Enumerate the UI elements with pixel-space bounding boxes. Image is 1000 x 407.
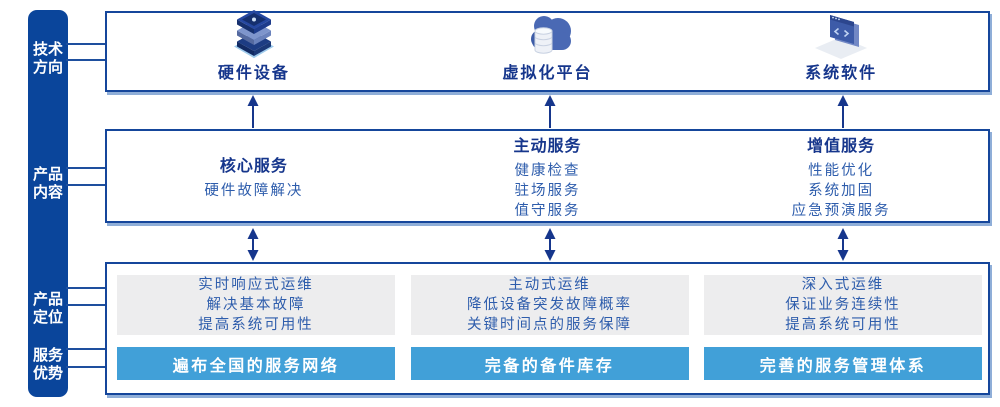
sidebar-label-product-content: 产品 内容 bbox=[28, 166, 68, 202]
service-item: 健康检查 bbox=[514, 162, 581, 179]
sidebar-label-line: 技术 bbox=[32, 41, 63, 58]
position-line: 提高系统可用性 bbox=[785, 317, 901, 333]
connector-line bbox=[66, 287, 106, 289]
position-line: 保证业务连续性 bbox=[785, 297, 901, 313]
advantage-bar: 完备的备件库存 bbox=[410, 347, 689, 380]
tech-item-system-software: 系统软件 bbox=[694, 13, 988, 90]
sidebar-label-product-position: 产品 定位 bbox=[28, 291, 68, 327]
position-description: 主动式运维 降低设备突发故障概率 关键时间点的服务保障 bbox=[410, 275, 689, 335]
service-item: 硬件故障解决 bbox=[204, 182, 304, 199]
position-line: 实时响应式运维 bbox=[198, 277, 314, 293]
cloud-database-icon bbox=[520, 10, 576, 58]
up-arrow-icon bbox=[544, 95, 556, 128]
position-description: 实时响应式运维 解决基本故障 提高系统可用性 bbox=[117, 275, 395, 335]
up-arrow-icon bbox=[837, 95, 849, 128]
connector-line bbox=[66, 43, 106, 45]
product-position-box: 实时响应式运维 解决基本故障 提高系统可用性 遍布全国的服务网络 主动式运维 降… bbox=[105, 262, 990, 395]
service-item: 值守服务 bbox=[514, 202, 581, 219]
sidebar-label-line: 产品 bbox=[32, 166, 63, 183]
connector-line bbox=[66, 59, 106, 61]
position-description: 深入式运维 保证业务连续性 提高系统可用性 bbox=[704, 275, 982, 335]
double-arrow-icon bbox=[544, 228, 556, 261]
advantage-bar: 遍布全国的服务网络 bbox=[117, 347, 395, 380]
sidebar-label-line: 产品 bbox=[32, 291, 63, 308]
position-line: 主动式运维 bbox=[508, 277, 591, 293]
service-column-value-added: 增值服务 性能优化 系统加固 应急预演服务 bbox=[694, 131, 988, 221]
service-item: 驻场服务 bbox=[514, 182, 581, 199]
service-heading: 增值服务 bbox=[807, 137, 876, 155]
category-sidebar: 技术 方向 产品 内容 产品 定位 服务 优势 bbox=[28, 10, 68, 397]
position-line: 提高系统可用性 bbox=[198, 317, 314, 333]
connector-line bbox=[66, 304, 106, 306]
service-column-core: 核心服务 硬件故障解决 bbox=[107, 131, 401, 221]
position-panel-proactive: 主动式运维 降低设备突发故障概率 关键时间点的服务保障 完备的备件库存 bbox=[410, 275, 689, 380]
sidebar-label-line: 优势 bbox=[32, 365, 63, 382]
service-column-proactive: 主动服务 健康检查 驻场服务 值守服务 bbox=[401, 131, 695, 221]
sidebar-label-line: 方向 bbox=[32, 59, 63, 76]
service-item: 应急预演服务 bbox=[791, 202, 891, 219]
up-arrow-icon bbox=[247, 95, 259, 128]
position-panel-realtime: 实时响应式运维 解决基本故障 提高系统可用性 遍布全国的服务网络 bbox=[117, 275, 395, 380]
product-content-box: 核心服务 硬件故障解决 主动服务 健康检查 驻场服务 值守服务 增值服务 性能优… bbox=[105, 129, 990, 223]
sidebar-label-line: 定位 bbox=[32, 309, 63, 326]
tech-item-label: 系统软件 bbox=[805, 65, 878, 82]
sidebar-label-tech-direction: 技术 方向 bbox=[28, 41, 68, 77]
position-line: 降低设备突发故障概率 bbox=[467, 297, 632, 313]
double-arrow-icon bbox=[247, 228, 259, 261]
service-item: 系统加固 bbox=[808, 182, 875, 199]
sidebar-label-service-advantage: 服务 优势 bbox=[28, 347, 68, 383]
tech-item-label: 虚拟化平台 bbox=[502, 65, 593, 82]
connector-line bbox=[66, 184, 106, 186]
tech-item-virtualization: 虚拟化平台 bbox=[401, 13, 695, 90]
tech-direction-box: 硬件设备 虚拟化平台 bbox=[105, 10, 990, 92]
position-line: 深入式运维 bbox=[801, 277, 885, 293]
position-panels: 实时响应式运维 解决基本故障 提高系统可用性 遍布全国的服务网络 主动式运维 降… bbox=[117, 275, 982, 380]
service-heading: 主动服务 bbox=[513, 137, 582, 155]
tech-item-hardware: 硬件设备 bbox=[107, 10, 401, 90]
code-window-icon bbox=[813, 10, 869, 59]
connector-line bbox=[66, 348, 106, 350]
service-heading: 核心服务 bbox=[219, 157, 288, 175]
position-line: 解决基本故障 bbox=[206, 297, 306, 313]
sidebar-label-line: 内容 bbox=[32, 184, 63, 201]
position-panel-deep: 深入式运维 保证业务连续性 提高系统可用性 完善的服务管理体系 bbox=[704, 275, 982, 380]
double-arrow-icon bbox=[837, 228, 849, 261]
server-stack-icon bbox=[226, 10, 282, 59]
connector-line bbox=[66, 366, 106, 368]
advantage-bar: 完善的服务管理体系 bbox=[704, 347, 982, 380]
tech-item-label: 硬件设备 bbox=[217, 65, 290, 82]
connector-line bbox=[66, 167, 106, 169]
sidebar-label-line: 服务 bbox=[32, 347, 63, 364]
service-item: 性能优化 bbox=[808, 162, 875, 179]
position-line: 关键时间点的服务保障 bbox=[467, 317, 632, 333]
